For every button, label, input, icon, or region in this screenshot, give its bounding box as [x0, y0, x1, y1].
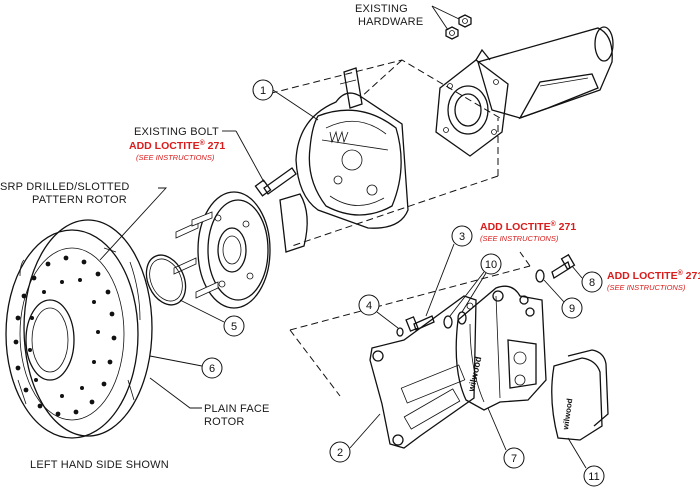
- svg-text:ADD LOCTITE® 271: ADD LOCTITE® 271: [480, 220, 576, 233]
- plain-face-label-2: ROTOR: [204, 416, 245, 428]
- dashed-guide-middle: [291, 175, 499, 247]
- callout-8: 8: [571, 265, 603, 293]
- loctite-reg-mark: ®: [551, 220, 557, 228]
- srp-leader: [99, 187, 168, 261]
- brake-pads: wilwood: [551, 349, 609, 441]
- drilled-slotted-rotor: [5, 219, 153, 439]
- callout-number: 11: [588, 471, 599, 483]
- axle-housing: [435, 26, 614, 157]
- loctite-number: 271: [205, 140, 226, 152]
- o-ring-icon: [145, 254, 187, 306]
- plain-face-leader: [149, 377, 202, 409]
- callout-number: 4: [366, 300, 372, 312]
- left-hand-side-label: LEFT HAND SIDE SHOWN: [30, 459, 169, 471]
- washer-small-icon: [396, 327, 404, 337]
- loctite-instructions: (SEE INSTRUCTIONS): [480, 234, 559, 243]
- existing-bolt-icon: [254, 167, 297, 197]
- callout-5: 5: [179, 299, 245, 337]
- srp-rotor-label-2: PATTERN ROTOR: [32, 194, 127, 206]
- callout-3: 3: [425, 225, 473, 317]
- caliper-mounting-bracket: [369, 295, 477, 449]
- callout-9: 9: [543, 279, 583, 319]
- callout-10: 10: [449, 253, 502, 317]
- caliper-washer-icon: [535, 269, 545, 283]
- dashed-guide-lower-left: [289, 329, 341, 397]
- existing-bolt-label: EXISTING BOLT: [134, 126, 219, 138]
- loctite-main-text: ADD LOCTITE: [480, 221, 551, 233]
- axle-flange: [173, 191, 308, 309]
- bracket-bolt-icon: [405, 315, 435, 332]
- callout-number: 2: [337, 447, 343, 459]
- callout-6: 6: [149, 355, 223, 379]
- callout-number: 5: [231, 321, 237, 333]
- callout-11: 11: [567, 437, 605, 487]
- existing-hardware-label-1: EXISTING: [355, 3, 408, 15]
- callout-number: 6: [209, 363, 215, 375]
- callout-number: 3: [459, 231, 465, 243]
- loctite-main-text: ADD LOCTITE: [129, 140, 200, 152]
- loctite-reg-mark: ®: [200, 139, 206, 147]
- wilwood-caliper: wilwood: [455, 285, 547, 411]
- callout-4: 4: [358, 294, 399, 329]
- pad-brand-text: wilwood: [561, 398, 574, 432]
- shim-washers-icon: [443, 311, 467, 329]
- existing-hardware-label-2: HARDWARE: [358, 16, 423, 28]
- hardware-nuts-icon: [445, 14, 472, 40]
- callout-7: 7: [487, 407, 525, 469]
- svg-text:ADD LOCTITE® 271: ADD LOCTITE® 271: [129, 139, 225, 152]
- callout-number: 10: [485, 259, 497, 271]
- loctite-note-bolt: ADD LOCTITE® 271 (SEE INSTRUCTIONS): [129, 139, 225, 162]
- caliper-brand-text: wilwood: [466, 356, 483, 394]
- loctite-note-8: ADD LOCTITE® 271 (SEE INSTRUCTIONS): [607, 269, 700, 292]
- dashed-guide-lower: [289, 265, 531, 331]
- parking-brake-assembly: [295, 67, 409, 229]
- caliper-bolt-icon: [551, 253, 576, 279]
- loctite-main-text: ADD LOCTITE: [607, 270, 678, 282]
- callout-1: 1: [252, 79, 319, 121]
- loctite-note-3: ADD LOCTITE® 271 (SEE INSTRUCTIONS): [480, 220, 576, 243]
- callout-number: 1: [260, 85, 266, 97]
- svg-text:ADD LOCTITE® 271: ADD LOCTITE® 271: [607, 269, 700, 282]
- srp-rotor-label-1: SRP DRILLED/SLOTTED: [0, 181, 130, 193]
- loctite-instructions: (SEE INSTRUCTIONS): [136, 153, 215, 162]
- loctite-reg-mark: ®: [678, 269, 684, 277]
- loctite-number: 271: [683, 270, 700, 282]
- loctite-instructions: (SEE INSTRUCTIONS): [607, 283, 686, 292]
- callout-2: 2: [329, 413, 381, 463]
- callout-number: 9: [569, 303, 575, 315]
- dashed-guide-tie: [359, 59, 403, 99]
- callout-number: 8: [589, 277, 595, 289]
- callout-number: 7: [511, 453, 517, 465]
- dashed-guide-lower-end: [519, 251, 531, 267]
- plain-face-label-1: PLAIN FACE: [204, 403, 270, 415]
- loctite-number: 271: [556, 221, 577, 233]
